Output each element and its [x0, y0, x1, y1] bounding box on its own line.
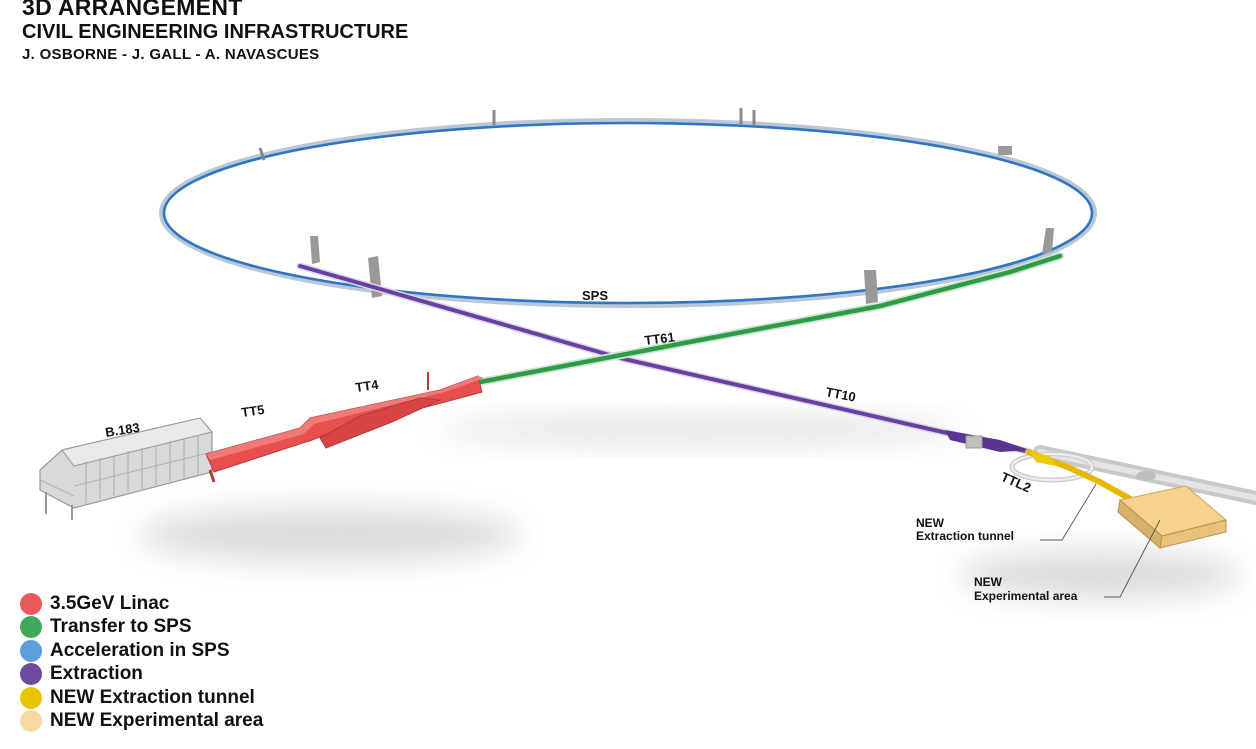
shaft — [258, 147, 266, 161]
legend-dot — [20, 616, 42, 639]
page-title: 3D ARRANGEMENT — [22, 0, 243, 20]
legend-item: Acceleration in SPS — [20, 639, 263, 663]
legend-label: Transfer to SPS — [50, 616, 192, 638]
legend-dot — [20, 686, 42, 709]
sps-ring — [159, 108, 1097, 308]
label-new-experimental-line1: NEW — [974, 575, 1003, 589]
ttl2-loop-inner — [1011, 453, 1093, 481]
building-b183-roof — [61, 417, 213, 467]
legend-dot — [20, 639, 42, 662]
linac-shadow — [140, 507, 520, 563]
leader-new-area — [1104, 519, 1161, 598]
legend-label: Extraction — [50, 663, 143, 685]
label-new-experimental-line2: Experimental area — [974, 589, 1078, 603]
linac — [205, 372, 484, 483]
legend-label: NEW Experimental area — [50, 710, 264, 732]
shaft-building — [998, 146, 1012, 155]
label-new-extraction-line1: NEW — [916, 516, 945, 530]
page-subtitle: CIVIL ENGINEERING INFRASTRUCTURE — [22, 21, 409, 43]
new-extraction-tunnel-junction — [1030, 452, 1056, 466]
legend-dot — [20, 592, 42, 615]
title-block: 3D ARRANGEMENT CIVIL ENGINEERING INFRAST… — [22, 0, 408, 65]
label-tt61: TT61 — [644, 329, 676, 348]
transfer-line-tt61 — [477, 253, 1063, 385]
linac-loop — [319, 397, 442, 449]
shaft — [310, 236, 320, 264]
legend-label: 3.5GeV Linac — [50, 592, 170, 614]
transfer-line — [476, 252, 1064, 386]
label-ttl2: TTL2 — [999, 469, 1033, 495]
sps-ring-line — [162, 121, 1094, 305]
legend-dot — [20, 663, 42, 686]
legend-item: Extraction — [20, 663, 263, 687]
grey-tunnel-node — [1136, 471, 1156, 481]
sps-ring-outer — [159, 118, 1097, 308]
label-tt4: TT4 — [354, 377, 380, 395]
extraction-cavern — [945, 430, 1030, 452]
shaft — [1042, 228, 1054, 254]
label-sps: SPS — [582, 288, 608, 303]
authors-line: J. OSBORNE - J. GALL - A. NAVASCUES — [22, 46, 320, 63]
leader-new-extraction — [1040, 483, 1097, 541]
legend-item: NEW Extraction tunnel — [20, 686, 263, 710]
label-b183: B.183 — [104, 420, 141, 440]
new-extraction-tunnel — [1025, 449, 1135, 503]
legend-item: 3.5GeV Linac — [20, 592, 263, 616]
linac-foot — [208, 469, 216, 483]
tunnel-shadow — [440, 416, 960, 444]
legend: 3.5GeV Linac Transfer to SPS Acceleratio… — [20, 592, 263, 733]
legend-item: Transfer to SPS — [20, 616, 263, 640]
ground-shadows — [140, 416, 1240, 599]
building-b183 — [39, 417, 213, 520]
building-b183-grid — [39, 435, 213, 503]
area-shadow — [960, 551, 1240, 599]
extraction-building — [965, 435, 983, 449]
linac-top-face — [206, 376, 484, 460]
ttl2-loop — [1009, 451, 1095, 483]
legend-label: Acceleration in SPS — [50, 639, 230, 661]
grey-tunnel — [965, 435, 1256, 505]
label-tt5: TT5 — [240, 402, 265, 420]
legend-item: NEW Experimental area — [20, 710, 263, 734]
leader-lines — [1040, 483, 1161, 598]
label-new-extraction-line2: Extraction tunnel — [916, 529, 1014, 543]
shaft — [864, 270, 878, 304]
label-tt10: TT10 — [824, 384, 857, 405]
legend-label: NEW Extraction tunnel — [50, 686, 255, 708]
new-experimental-area — [1117, 485, 1228, 549]
legend-dot — [20, 710, 42, 733]
experimental-area-side — [1159, 519, 1227, 549]
